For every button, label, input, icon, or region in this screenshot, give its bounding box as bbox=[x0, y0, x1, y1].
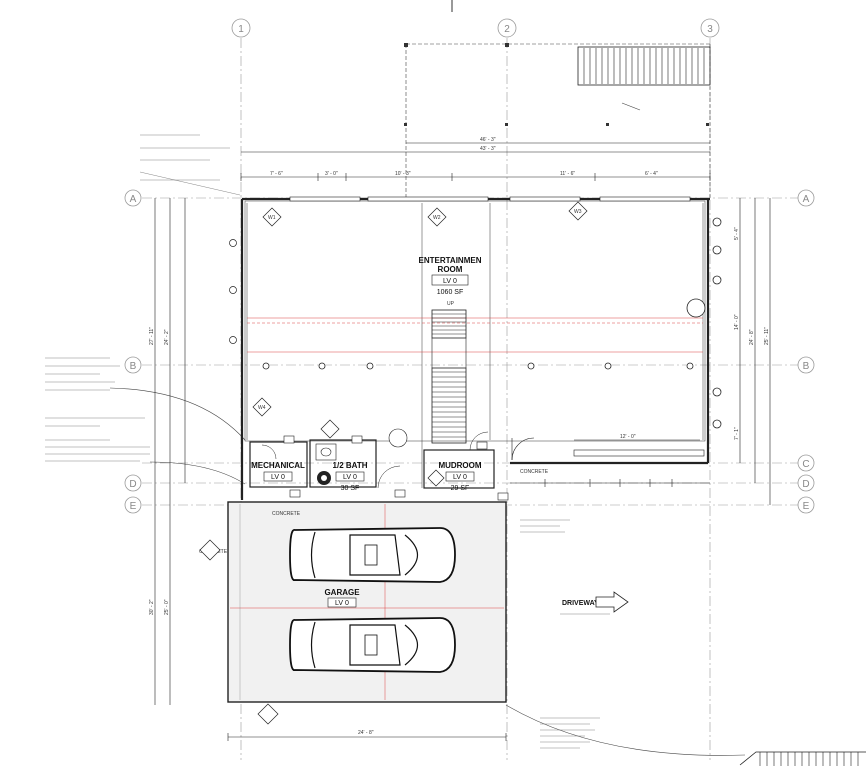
deck-outline bbox=[404, 43, 711, 198]
grid-bubble-row-a-left: A bbox=[124, 189, 142, 207]
bath-name: 1/2 BATH bbox=[333, 461, 368, 470]
bath-area: 30 SF bbox=[341, 485, 360, 492]
segment-dimensions: 7' - 6" 3' - 0" 10' - 3" 11' - 6" 6' - 4… bbox=[240, 171, 711, 181]
garage-label: GARAGE LV 0 bbox=[324, 588, 360, 608]
garage-width-text: 24' - 8" bbox=[358, 730, 374, 736]
svg-text:7' - 1": 7' - 1" bbox=[734, 427, 740, 440]
grid-bubble-row-c-right: C bbox=[797, 454, 815, 472]
grid-bubble-row-d-left: D bbox=[124, 474, 142, 492]
grid-bubble-row-e-right: E bbox=[797, 496, 815, 514]
grid-bubble-row-b-left: B bbox=[124, 356, 142, 374]
grid-bubble-row-e-left: E bbox=[124, 496, 142, 514]
svg-text:7' - 6": 7' - 6" bbox=[270, 171, 283, 177]
grid-bubble-row-a-right: A bbox=[797, 189, 815, 207]
entertainment-room bbox=[229, 196, 722, 500]
grid-bubble-row-d-right: D bbox=[797, 474, 815, 492]
grid-bubble-column-2: 2 bbox=[497, 18, 517, 38]
svg-text:14' - 0": 14' - 0" bbox=[734, 314, 740, 330]
mechanical-room-level: LV 0 bbox=[271, 474, 285, 481]
entertainment-room-level: LV 0 bbox=[443, 278, 457, 285]
right-small-dimensions bbox=[510, 479, 710, 487]
svg-text:10' - 3": 10' - 3" bbox=[395, 171, 411, 177]
mudroom-name: MUDROOM bbox=[438, 461, 481, 470]
garage-notes bbox=[505, 519, 746, 756]
mechanical-room-name: MECHANICAL bbox=[251, 461, 305, 470]
bath-level: LV 0 bbox=[343, 474, 357, 481]
svg-text:1: 1 bbox=[238, 24, 244, 35]
entertainment-room-label: ENTERTAINMEN ROOM LV 0 1060 SF bbox=[419, 256, 482, 296]
driveway-arrow: DRIVEWAY bbox=[562, 591, 629, 613]
svg-text:25' - 0": 25' - 0" bbox=[164, 599, 170, 615]
svg-text:5' - 4": 5' - 4" bbox=[734, 227, 740, 240]
svg-text:24' - 2": 24' - 2" bbox=[164, 329, 170, 345]
window-tag-w5 bbox=[320, 419, 340, 439]
grid-bubble-column-1: 1 bbox=[231, 18, 251, 38]
garage-name: GARAGE bbox=[324, 588, 360, 597]
grid-bubble-row-b-right: B bbox=[797, 356, 815, 374]
svg-text:W2: W2 bbox=[433, 215, 441, 221]
svg-text:E: E bbox=[130, 501, 137, 512]
svg-text:A: A bbox=[130, 194, 137, 205]
window-tag-w6 bbox=[427, 469, 445, 487]
mudroom-area: 29 SF bbox=[451, 485, 470, 492]
svg-text:2: 2 bbox=[504, 24, 510, 35]
opening-right: 12' - 0" bbox=[510, 434, 708, 465]
window-tag-w8 bbox=[199, 539, 221, 561]
svg-text:25' - 11": 25' - 11" bbox=[764, 327, 770, 345]
window-tag-w1: W1 bbox=[262, 207, 282, 227]
stairs-up-label: UP bbox=[447, 301, 455, 307]
right-dimensions: 24' - 8" 25' - 11" 14' - 0" 7' - 1" 5' -… bbox=[734, 198, 771, 505]
site-stairs bbox=[739, 751, 866, 766]
svg-text:D: D bbox=[802, 479, 809, 490]
entertainment-room-name-2: ROOM bbox=[438, 265, 463, 274]
deck-dim-1: 46' - 3" bbox=[480, 137, 496, 143]
entertainment-room-name-1: ENTERTAINMEN bbox=[419, 256, 482, 265]
entertainment-room-area: 1060 SF bbox=[437, 289, 463, 296]
half-bath: 1/2 BATH LV 0 30 SF bbox=[309, 428, 408, 492]
svg-text:6' - 4": 6' - 4" bbox=[645, 171, 658, 177]
svg-text:E: E bbox=[803, 501, 810, 512]
interior-stairs: UP bbox=[431, 301, 467, 444]
garage-level: LV 0 bbox=[335, 600, 349, 607]
deck-dim-2: 43' - 3" bbox=[480, 146, 496, 152]
concrete-label-2: CONCRETE bbox=[520, 469, 549, 475]
svg-text:W1: W1 bbox=[268, 215, 276, 221]
garage-width-dimension: 24' - 8" bbox=[227, 730, 507, 741]
car-top bbox=[289, 527, 456, 583]
left-notes bbox=[45, 134, 246, 485]
svg-text:B: B bbox=[803, 361, 810, 372]
deck-dimensions: 46' - 3" 43' - 3" bbox=[241, 137, 710, 153]
svg-text:D: D bbox=[129, 479, 136, 490]
svg-text:3' - 0": 3' - 0" bbox=[325, 171, 338, 177]
svg-text:11' - 6": 11' - 6" bbox=[560, 171, 575, 177]
svg-text:3: 3 bbox=[707, 24, 713, 35]
mudroom: MUDROOM LV 0 29 SF bbox=[423, 431, 495, 492]
mudroom-level: LV 0 bbox=[453, 474, 467, 481]
left-dimensions: 27' - 11" 24' - 2" 30' - 2" 25' - 0" bbox=[149, 198, 186, 705]
window-tag-w7 bbox=[257, 703, 279, 725]
door-tags bbox=[283, 435, 509, 501]
svg-text:C: C bbox=[802, 459, 809, 470]
car-bottom bbox=[289, 617, 456, 673]
window-tag-w3: W3 bbox=[568, 201, 588, 221]
mechanical-room: MECHANICAL LV 0 bbox=[249, 441, 308, 488]
svg-text:A: A bbox=[803, 194, 810, 205]
svg-text:27' - 11": 27' - 11" bbox=[149, 327, 155, 345]
svg-text:24' - 8": 24' - 8" bbox=[749, 329, 755, 345]
concrete-label-3: CONCRETE bbox=[272, 511, 301, 517]
grid-bubble-column-3: 3 bbox=[700, 18, 720, 38]
window-tag-w4: W4 bbox=[252, 397, 272, 417]
svg-text:12' - 0": 12' - 0" bbox=[620, 434, 636, 440]
deck-stairs bbox=[577, 46, 711, 86]
svg-text:B: B bbox=[130, 361, 137, 372]
window-tag-w2: W2 bbox=[427, 207, 447, 227]
svg-text:W3: W3 bbox=[574, 209, 582, 215]
svg-text:30' - 2": 30' - 2" bbox=[149, 599, 155, 615]
svg-text:W4: W4 bbox=[258, 405, 266, 411]
driveway-label: DRIVEWAY bbox=[562, 600, 599, 607]
